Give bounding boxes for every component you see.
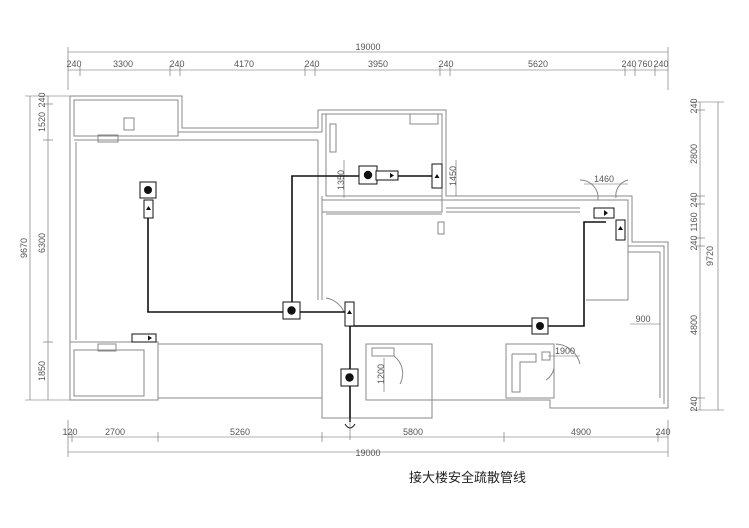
pipe-connection-note: 接大楼安全疏散管线	[409, 470, 526, 485]
right-seg-7: 240	[689, 396, 699, 411]
right-dimension-chain: 9720 240 2800 240 1160 240 4800 240	[689, 98, 724, 412]
right-seg-3: 240	[689, 192, 699, 207]
bottom-dimension-chain: 120 2700 5260 5800 4900 240 19000	[62, 420, 671, 458]
right-seg-1: 240	[689, 98, 699, 113]
exit-sign-icon	[615, 219, 626, 241]
top-seg-4: 4170	[234, 59, 254, 69]
top-seg-6: 3950	[368, 59, 388, 69]
emergency-light-icon	[358, 165, 378, 185]
bottom-seg-4: 5800	[403, 427, 423, 437]
right-seg-2: 2800	[689, 144, 699, 164]
left-seg-1: 240	[37, 92, 47, 107]
inner-dim-1350: 1350	[336, 170, 346, 190]
exit-sign-icon	[593, 207, 615, 219]
bottom-seg-2: 2700	[105, 427, 125, 437]
bottom-seg-5: 4900	[571, 427, 591, 437]
inner-dim-1450: 1450	[448, 166, 458, 186]
right-seg-5: 240	[689, 235, 699, 250]
left-seg-4: 1850	[37, 361, 47, 381]
left-seg-2: 1520	[37, 112, 47, 132]
exit-sign-icon	[431, 163, 443, 189]
top-seg-11: 240	[653, 59, 668, 69]
walls	[69, 95, 669, 419]
exit-sign-icon	[143, 199, 154, 219]
top-dimension-chain: 19000 240 3300 240 4170 240 3950 240 562…	[66, 42, 669, 90]
evacuation-pipe-network	[147, 175, 606, 422]
exit-sign-icon	[131, 333, 157, 343]
top-seg-9: 240	[621, 59, 636, 69]
top-seg-1: 240	[66, 59, 81, 69]
emergency-light-icon	[531, 317, 549, 335]
exit-sign-icon	[344, 301, 355, 327]
emergency-light-icon	[340, 368, 359, 387]
bottom-seg-6: 240	[655, 427, 670, 437]
inner-dim-900: 900	[635, 314, 650, 324]
emergency-lights	[139, 165, 549, 387]
top-seg-10: 760	[637, 59, 652, 69]
emergency-light-icon	[139, 181, 157, 199]
bottom-total-label: 19000	[355, 448, 380, 458]
top-seg-5: 240	[304, 59, 319, 69]
top-seg-7: 240	[438, 59, 453, 69]
left-outer-label: 9670	[19, 238, 29, 258]
right-outer-label: 9720	[705, 246, 715, 266]
inner-dimensions: 1350 1450 1460 900 1900 1200	[336, 160, 660, 392]
inner-dim-1900: 1900	[555, 346, 575, 356]
exit-signs	[131, 163, 626, 343]
bottom-seg-3: 5260	[230, 427, 250, 437]
inner-dim-1460: 1460	[594, 174, 614, 184]
top-seg-8: 5620	[528, 59, 548, 69]
right-seg-4: 1160	[689, 212, 699, 231]
top-seg-3: 240	[169, 59, 184, 69]
emergency-light-icon	[282, 301, 301, 320]
left-seg-3: 6300	[37, 233, 47, 253]
inner-dim-1200: 1200	[376, 364, 386, 384]
left-dimension-chain: 9670 240 1520 6300 1850	[19, 92, 70, 401]
right-seg-6: 4800	[689, 315, 699, 335]
top-total-label: 19000	[355, 42, 380, 52]
bottom-seg-1: 120	[62, 427, 77, 437]
top-seg-2: 3300	[113, 59, 133, 69]
exit-sign-icon	[375, 170, 399, 181]
